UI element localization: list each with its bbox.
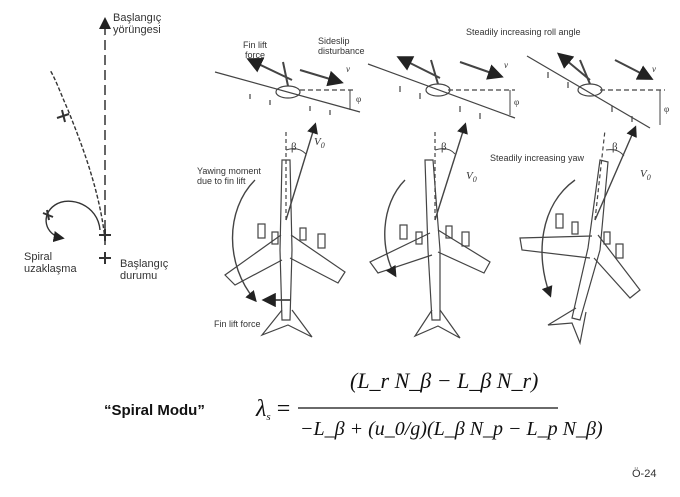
- left-plane-marker-3: [56, 109, 70, 123]
- spiral-divergence-curve: [49, 69, 106, 241]
- beta-symbol-2: β: [441, 141, 447, 153]
- spiral-loop: [45, 200, 101, 243]
- fin-lift-force-bottom-label: Fin lift force: [214, 319, 261, 329]
- top-view-3: [519, 125, 641, 346]
- v0-symbol-2: V0: [466, 170, 477, 185]
- roll-angle-label: Steadily increasing roll angle: [466, 27, 581, 37]
- v-symbol-2: v: [504, 60, 508, 70]
- formula-lhs: λs =: [256, 396, 291, 423]
- v0-symbol-1: V0: [314, 136, 325, 151]
- v0-symbol-3: V0: [640, 168, 651, 183]
- top-view-2: [369, 122, 491, 339]
- v-symbol-3: v: [652, 64, 656, 74]
- rear-view-2: [367, 56, 516, 119]
- slide-number: Ö-24: [632, 468, 657, 480]
- top-view-1: [224, 122, 346, 338]
- rear-view-3: [526, 52, 665, 129]
- phi-symbol-2: φ: [514, 97, 520, 107]
- rear-view-1: [214, 57, 361, 115]
- left-plane-marker-1: [99, 229, 111, 241]
- left-plane-marker-4: [42, 209, 54, 221]
- beta-symbol-1: β: [291, 141, 297, 153]
- phi-symbol-1: φ: [356, 94, 362, 104]
- beta-symbol-3: β: [612, 141, 618, 153]
- formula-numerator: (L_r N_β − L_β N_r): [350, 368, 539, 393]
- v-symbol-1: v: [346, 64, 350, 74]
- mode-title: “Spiral Modu”: [104, 402, 205, 419]
- phi-symbol-3: φ: [664, 104, 670, 114]
- formula-denominator: −L_β + (u_0/g)(L_β N_p − L_p N_β): [300, 418, 603, 440]
- left-plane-marker-2: [99, 252, 111, 264]
- steady-yaw-label: Steadily increasing yaw: [490, 153, 585, 163]
